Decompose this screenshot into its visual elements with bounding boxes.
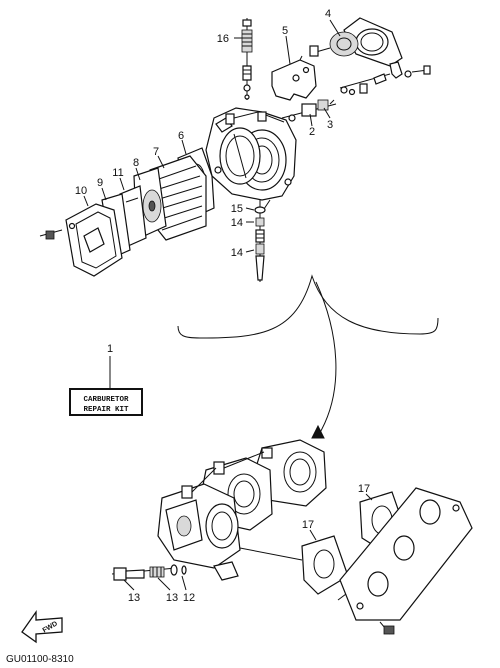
carburetor-assembly-view — [111, 439, 327, 581]
part-number-3: 3 — [327, 119, 333, 131]
part-number-1: 1 — [107, 343, 113, 355]
part-number-13-right: 13 — [166, 592, 178, 604]
part-number-2: 2 — [309, 126, 315, 138]
part-number-8: 8 — [133, 157, 139, 169]
part-16-needle-screw — [241, 18, 253, 100]
part-number-17-lower: 17 — [302, 519, 314, 531]
part-number-4: 4 — [325, 8, 331, 20]
part-number-16: 16 — [217, 33, 229, 45]
small-fittings-right — [339, 61, 431, 96]
part-number-13-left: 13 — [128, 592, 140, 604]
part-4-diaphragm-cover — [309, 17, 403, 67]
fwd-arrow: FWD — [21, 609, 63, 644]
drawing-code: GU01100-8310 — [6, 654, 74, 665]
part-number-14-lower: 14 — [231, 247, 243, 259]
part-number-17-upper: 17 — [358, 483, 370, 495]
part-2-3-needle-valve — [281, 99, 337, 122]
part-number-14-upper: 14 — [231, 217, 243, 229]
part-number-12: 12 — [183, 592, 195, 604]
kit-label-line-1: CARBURETOR — [83, 396, 129, 404]
top-leader-lines — [83, 19, 341, 253]
part-number-11: 11 — [112, 167, 123, 179]
part-5-bracket — [271, 55, 317, 101]
carburetor-repair-kit-box: CARBURETOR REPAIR KIT — [69, 356, 143, 416]
assembly-bracket-and-arrow — [177, 274, 439, 439]
intake-manifold — [337, 487, 473, 635]
parts-15-14-spring-stack — [254, 200, 266, 282]
part-number-labels: 16 5 4 2 3 6 7 8 11 9 10 15 14 14 1 17 1… — [75, 8, 370, 604]
part-number-7: 7 — [153, 146, 159, 158]
part-number-5: 5 — [282, 25, 288, 37]
bottom-leader-lines — [123, 493, 373, 591]
carburetor-exploded-view — [39, 17, 431, 282]
part-number-15: 15 — [231, 203, 243, 215]
part-10-cover — [39, 203, 123, 277]
part-number-6: 6 — [178, 130, 184, 142]
carburetor-body — [205, 107, 297, 213]
part-number-9: 9 — [97, 177, 103, 189]
kit-label-line-2: REPAIR KIT — [83, 406, 129, 414]
part-number-10: 10 — [75, 185, 87, 197]
